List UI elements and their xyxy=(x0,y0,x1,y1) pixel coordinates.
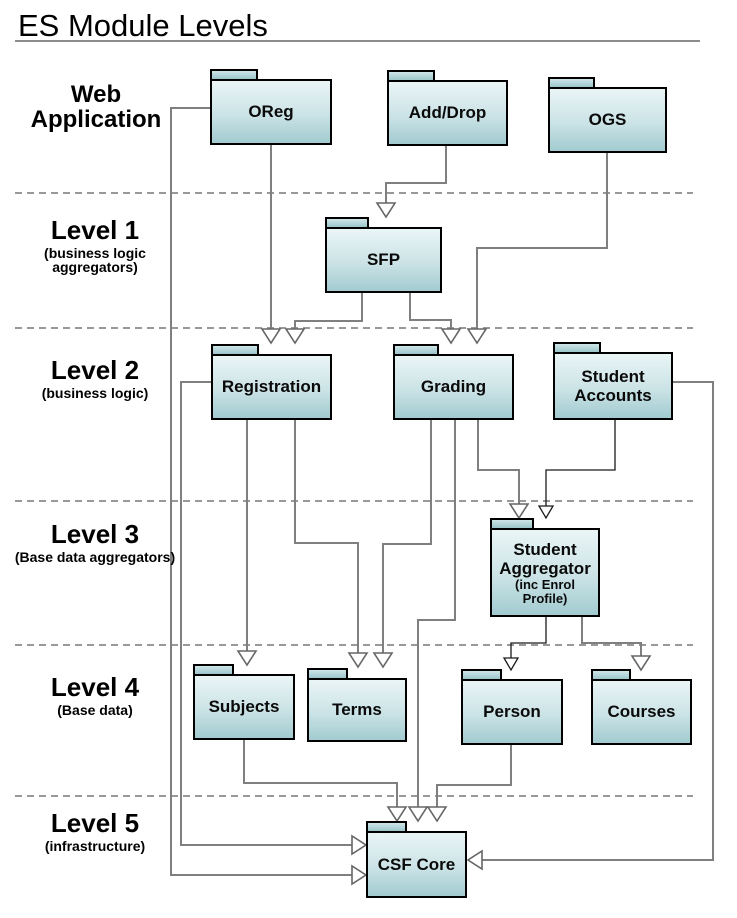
arrowheads-gray xyxy=(236,202,652,886)
connector-student-accounts-to-student-aggregator xyxy=(545,420,616,506)
module-student-aggregator[interactable]: Student Aggregator (inc Enrol Profile) xyxy=(490,518,600,617)
connector-registration-to-csf-core xyxy=(180,381,352,846)
arrowhead-down-icon xyxy=(260,328,282,345)
arrowhead-down-icon xyxy=(347,652,369,669)
arrowhead-down-icon xyxy=(508,503,530,520)
level-label-web-application: Web Application xyxy=(20,81,172,134)
arrowhead-down-icon xyxy=(466,328,488,345)
arrowhead-down-icon xyxy=(630,655,652,672)
level-subtitle: (Base data) xyxy=(57,702,133,719)
level-name: Level 2 xyxy=(50,355,140,385)
module-label: OGS xyxy=(588,110,627,130)
module-label: Subjects xyxy=(208,697,280,717)
module-label: Terms xyxy=(332,700,382,720)
module-terms[interactable]: Terms xyxy=(307,668,407,742)
connector-student-aggregator-to-person xyxy=(510,617,547,658)
module-subjects[interactable]: Subjects xyxy=(193,664,295,740)
connector-registration-to-terms xyxy=(294,420,359,653)
level-subtitle: (Base data aggregators) xyxy=(14,549,176,566)
level-separators xyxy=(15,192,693,797)
level-label-level-4: Level 4 (Base data) xyxy=(5,672,185,719)
module-registration[interactable]: Registration xyxy=(211,344,332,420)
module-sfp[interactable]: SFP xyxy=(325,217,442,293)
arrowhead-down-icon xyxy=(537,505,555,520)
module-courses[interactable]: Courses xyxy=(591,669,692,745)
arrowhead-down-icon xyxy=(375,202,397,219)
connector-grading-to-terms xyxy=(382,420,432,653)
arrowhead-down-icon xyxy=(284,328,306,345)
module-label: OReg xyxy=(248,102,294,122)
level-name: Level 1 xyxy=(50,215,140,245)
module-grading[interactable]: Grading xyxy=(393,344,514,420)
module-csf-core[interactable]: CSF Core xyxy=(366,821,467,898)
arrowhead-right-icon xyxy=(351,834,368,856)
module-adddrop[interactable]: Add/Drop xyxy=(387,70,508,146)
module-label: Courses xyxy=(607,702,676,722)
level-subtitle: (business logic) xyxy=(41,385,149,402)
arrowhead-down-icon xyxy=(407,806,429,823)
arrowhead-down-icon xyxy=(502,657,520,672)
arrowhead-down-icon xyxy=(440,328,462,345)
connector-ogs-to-grading xyxy=(476,153,608,329)
module-label: Student Aggregator xyxy=(499,539,591,578)
connector-oreg-to-csf-core xyxy=(170,107,352,876)
module-label: Registration xyxy=(221,377,322,397)
module-student-accounts[interactable]: Student Accounts xyxy=(553,342,673,420)
arrowhead-down-icon xyxy=(426,806,448,823)
connector-sfp-to-grading xyxy=(409,293,452,329)
connector-student-accounts-to-csf-core xyxy=(482,381,714,861)
level-label-level-1: Level 1 (business logic aggregators) xyxy=(5,215,185,276)
level-label-level-5: Level 5 (infrastructure) xyxy=(5,808,185,855)
page-title: ES Module Levels xyxy=(18,8,268,43)
connector-person-to-csf-core xyxy=(436,745,512,807)
connectors-gray xyxy=(170,107,714,876)
connector-sfp-to-registration xyxy=(294,293,363,329)
module-label: Student Accounts xyxy=(574,366,652,405)
module-label: Person xyxy=(483,702,541,722)
arrowhead-right-icon xyxy=(351,864,368,886)
connector-grading-to-student-aggregator xyxy=(477,420,520,504)
connectors-black xyxy=(510,420,616,658)
connector-grading-to-csf-core xyxy=(417,420,456,807)
connector-student-aggregator-to-courses xyxy=(581,617,642,656)
module-ogs[interactable]: OGS xyxy=(548,77,667,153)
level-name: Web Application xyxy=(30,81,162,134)
connector-subjects-to-csf-core xyxy=(243,740,398,807)
module-label: CSF Core xyxy=(377,854,456,874)
level-label-level-3: Level 3 (Base data aggregators) xyxy=(5,519,185,566)
level-subtitle: (infrastructure) xyxy=(44,838,146,855)
arrowhead-down-icon xyxy=(372,652,394,669)
arrowhead-down-icon xyxy=(386,806,408,823)
module-label: Grading xyxy=(420,377,487,397)
arrowhead-down-icon xyxy=(236,650,258,667)
connector-adddrop-to-sfp xyxy=(385,146,447,203)
level-name: Level 5 xyxy=(50,808,140,838)
arrowheads-black xyxy=(502,505,555,672)
level-name: Level 4 xyxy=(50,672,140,702)
module-label: SFP xyxy=(366,250,401,270)
module-sublabel: (inc Enrol Profile) xyxy=(515,576,575,606)
level-label-level-2: Level 2 (business logic) xyxy=(5,355,185,402)
arrowhead-left-icon xyxy=(466,849,483,871)
module-oreg[interactable]: OReg xyxy=(210,69,332,145)
module-label: Add/Drop xyxy=(408,103,487,123)
level-subtitle: (business logic aggregators) xyxy=(44,245,146,276)
module-person[interactable]: Person xyxy=(461,669,563,745)
level-name: Level 3 xyxy=(50,519,140,549)
